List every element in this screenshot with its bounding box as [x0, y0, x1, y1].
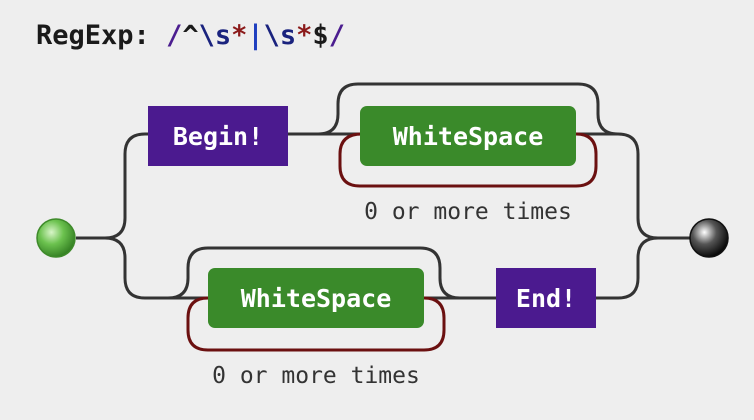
- top-repeat-note: 0 or more times: [364, 199, 572, 225]
- regexp-title: RegExp: /^\s*|\s*$/: [36, 20, 345, 51]
- branch-bottom-entry: [104, 236, 208, 300]
- top-skip-loop: [317, 82, 619, 136]
- title-anchor-start: ^: [182, 20, 199, 51]
- repeat-loops: [186, 132, 598, 352]
- title-quant-2: *: [296, 20, 313, 51]
- whitespace-bottom-box: [208, 268, 424, 328]
- begin-box: [148, 106, 288, 166]
- bottom-repeat-loop: [186, 296, 446, 352]
- title-delimiter-open: /: [166, 20, 183, 51]
- start-node: [36, 218, 76, 258]
- title-anchor-end: $: [312, 20, 329, 51]
- bottom-skip-loop: [167, 246, 461, 300]
- branch-bottom-exit: [596, 236, 659, 300]
- title-label: RegExp:: [36, 20, 150, 51]
- title-quant-1: *: [231, 20, 248, 51]
- end-node: [689, 218, 729, 258]
- whitespace-top-label: WhiteSpace: [393, 122, 544, 151]
- begin-label: Begin!: [173, 122, 263, 151]
- branch-top-exit: [576, 132, 690, 240]
- whitespace-bottom-label: WhiteSpace: [241, 284, 392, 313]
- whitespace-top-box: [360, 106, 576, 166]
- end-label: End!: [516, 284, 576, 313]
- end-box: [496, 268, 596, 328]
- bottom-repeat-note: 0 or more times: [212, 363, 420, 389]
- connection-lines: [76, 82, 690, 300]
- title-alternation: |: [247, 20, 264, 51]
- title-class-2: \s: [263, 20, 297, 51]
- branch-top-entry: [76, 132, 150, 240]
- top-repeat-loop: [338, 132, 598, 188]
- title-delimiter-close: /: [328, 20, 345, 51]
- title-class-1: \s: [198, 20, 232, 51]
